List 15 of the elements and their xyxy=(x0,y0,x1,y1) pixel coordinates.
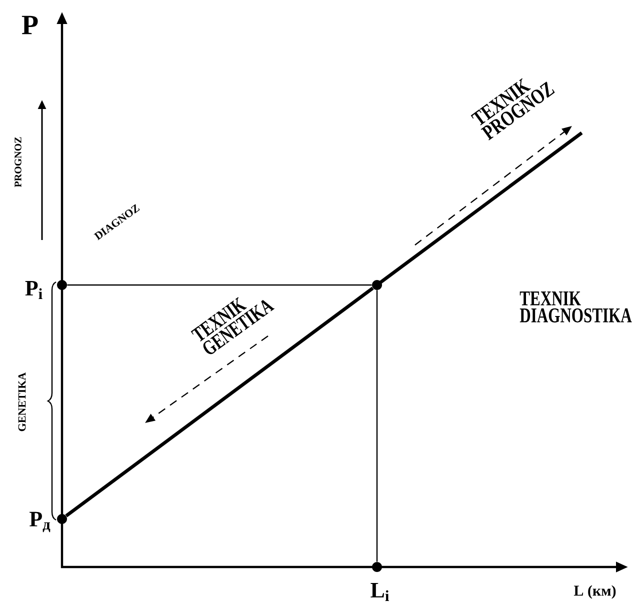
axis-label: L (км) xyxy=(574,585,616,599)
point-dot xyxy=(372,562,382,572)
point-dot xyxy=(57,280,67,290)
line xyxy=(376,290,378,562)
axis-label: PROGNOZ xyxy=(14,137,22,188)
brace-label: GENETIKA xyxy=(18,372,26,432)
line xyxy=(67,284,372,286)
line xyxy=(65,286,374,518)
point-label: L$_{i}$ xyxy=(370,583,389,601)
point-dot xyxy=(372,280,382,290)
axis-label: P xyxy=(22,16,38,34)
point-dot xyxy=(57,514,67,524)
point-label: P$_{i}$ xyxy=(25,281,42,299)
region-label: TEXNIK DIAGNOSTIKA xyxy=(520,292,632,322)
point-label: P$_{д}$ xyxy=(30,512,50,532)
